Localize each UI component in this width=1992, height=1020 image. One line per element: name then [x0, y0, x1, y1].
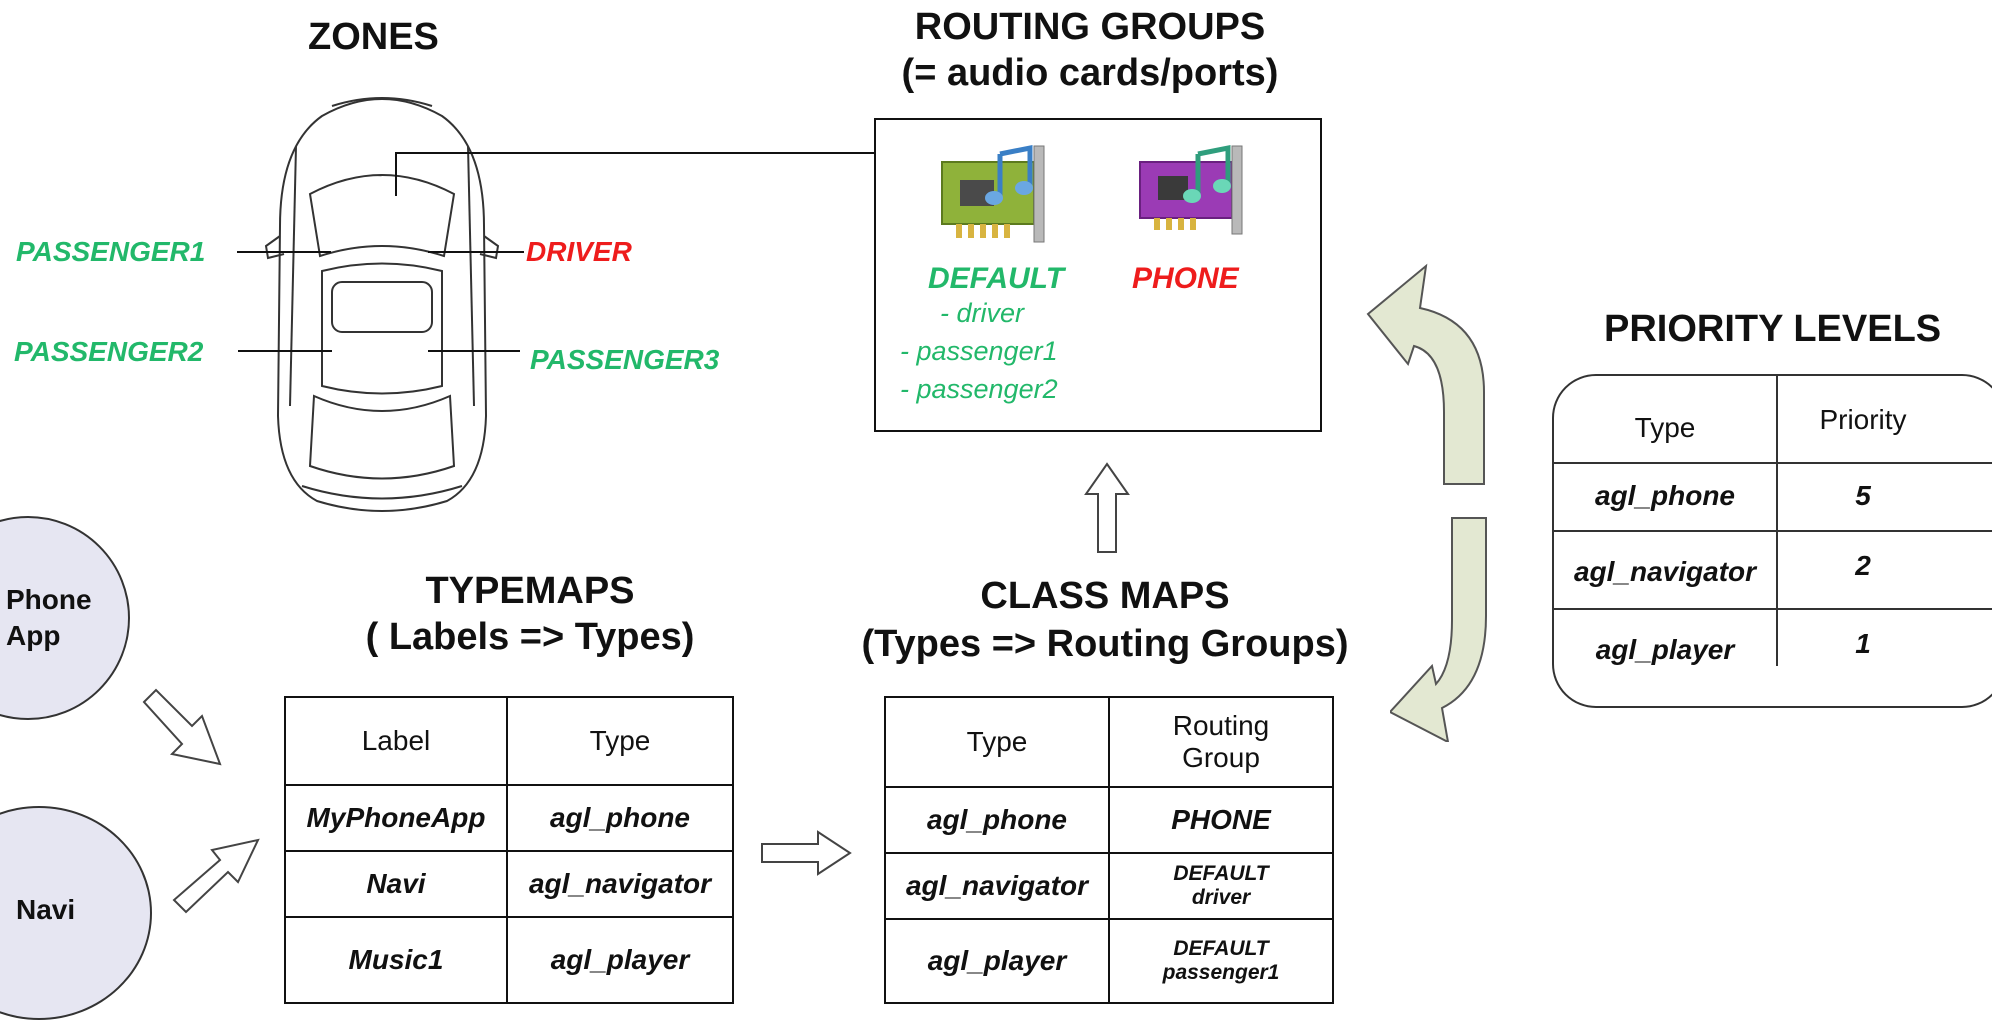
priority-row-divider [1554, 608, 1992, 610]
hollow-arrow-icon [761, 830, 852, 876]
curved-arrow-icon [1366, 263, 1485, 485]
phone-app-label-line1: Phone [6, 584, 92, 615]
connector-horizontal [395, 152, 875, 154]
connector-vertical [395, 152, 397, 196]
phone-app-label-line2: App [6, 620, 61, 651]
curved-arrow-icon [1390, 517, 1487, 742]
priority-header-priority: Priority [1819, 404, 1907, 435]
zone-line-driver [428, 251, 524, 253]
routing-group-default-member: - passenger2 [900, 374, 1058, 404]
typemaps-header-label: Label [284, 696, 508, 786]
class-maps-group-sub: driver [1191, 886, 1251, 909]
typemaps-cell-type: agl_navigator [506, 850, 734, 918]
class-maps-cell-group: DEFAULT driver [1108, 852, 1334, 920]
priority-value: 5 [1855, 480, 1871, 511]
car-outline-icon [264, 97, 500, 512]
class-maps-title-line1: CLASS MAPS [980, 575, 1230, 617]
audio-card-phone-icon [1139, 144, 1243, 235]
zone-line-passenger2 [238, 350, 332, 352]
routing-groups-box [874, 118, 1322, 432]
class-maps-group-name: DEFAULT [1173, 937, 1269, 960]
routing-group-default-member: - passenger1 [900, 336, 1058, 366]
class-maps-cell-group: PHONE [1108, 786, 1334, 854]
hollow-arrow-icon [142, 688, 222, 766]
class-maps-header-group: Group [1182, 742, 1260, 773]
priority-row-divider [1554, 530, 1992, 532]
navi-app-circle: Navi [0, 806, 152, 1020]
routing-groups-title-line1: ROUTING GROUPS [914, 6, 1266, 48]
audio-card-default-icon [941, 144, 1045, 243]
class-maps-header-routing-group: Routing Group [1108, 696, 1334, 788]
typemaps-cell-label: Music1 [284, 916, 508, 1004]
zone-passenger1: PASSENGER1 [16, 236, 206, 267]
priority-levels-table: Type Priority agl_phone 5 agl_navigator … [1552, 374, 1992, 708]
zone-passenger3: PASSENGER3 [530, 344, 720, 375]
zone-line-passenger3 [428, 350, 520, 352]
phone-app-circle: Phone App [0, 516, 130, 720]
class-maps-cell-type: agl_player [884, 918, 1110, 1004]
routing-groups-title-line2: (= audio cards/ports) [901, 52, 1279, 94]
class-maps-group-sub: passenger1 [1162, 961, 1280, 984]
priority-type: agl_player [1595, 634, 1735, 665]
zone-driver: DRIVER [526, 236, 632, 267]
priority-type: agl_phone [1594, 480, 1735, 511]
typemaps-cell-label: MyPhoneApp [284, 784, 508, 852]
typemaps-title: TYPEMAPS ( Labels => Types) [330, 568, 730, 660]
typemaps-cell-type: agl_player [506, 916, 734, 1004]
typemaps-cell-type: agl_phone [506, 784, 734, 852]
zone-passenger2: PASSENGER2 [14, 336, 204, 367]
typemaps-header-type: Type [506, 696, 734, 786]
typemaps-title-line2: ( Labels => Types) [365, 616, 695, 658]
class-maps-cell-type: agl_phone [884, 786, 1110, 854]
routing-group-default-member: - driver [940, 298, 1025, 328]
priority-levels-title: PRIORITY LEVELS [1604, 308, 1942, 350]
class-maps-header-routing: Routing [1172, 710, 1270, 741]
priority-col-divider [1776, 376, 1778, 666]
priority-value: 1 [1855, 628, 1871, 659]
priority-type: agl_navigator [1573, 556, 1757, 587]
routing-group-default-label: DEFAULT [928, 262, 1065, 295]
priority-value: 2 [1855, 550, 1871, 581]
class-maps-title: CLASS MAPS (Types => Routing Groups) [850, 572, 1360, 668]
hollow-arrow-icon [1084, 462, 1130, 553]
zones-title: ZONES [308, 16, 439, 58]
priority-row-divider [1554, 462, 1992, 464]
zone-line-passenger1 [237, 251, 331, 253]
class-maps-table: Type Routing Group agl_phone PHONE agl_n… [884, 696, 1334, 1004]
class-maps-header-type: Type [884, 696, 1110, 788]
class-maps-cell-type: agl_navigator [884, 852, 1110, 920]
class-maps-cell-group: DEFAULT passenger1 [1108, 918, 1334, 1004]
priority-header-type: Type [1634, 412, 1696, 443]
typemaps-cell-label: Navi [284, 850, 508, 918]
routing-group-phone-label: PHONE [1132, 262, 1239, 295]
class-maps-title-line2: (Types => Routing Groups) [861, 623, 1349, 665]
hollow-arrow-icon [172, 838, 260, 914]
navi-app-label: Navi [16, 894, 76, 925]
typemaps-title-line1: TYPEMAPS [425, 570, 635, 612]
typemaps-table: Label Type MyPhoneApp agl_phone Navi agl… [284, 696, 734, 1004]
routing-groups-title: ROUTING GROUPS (= audio cards/ports) [890, 4, 1290, 96]
class-maps-group-name: DEFAULT [1173, 862, 1269, 885]
